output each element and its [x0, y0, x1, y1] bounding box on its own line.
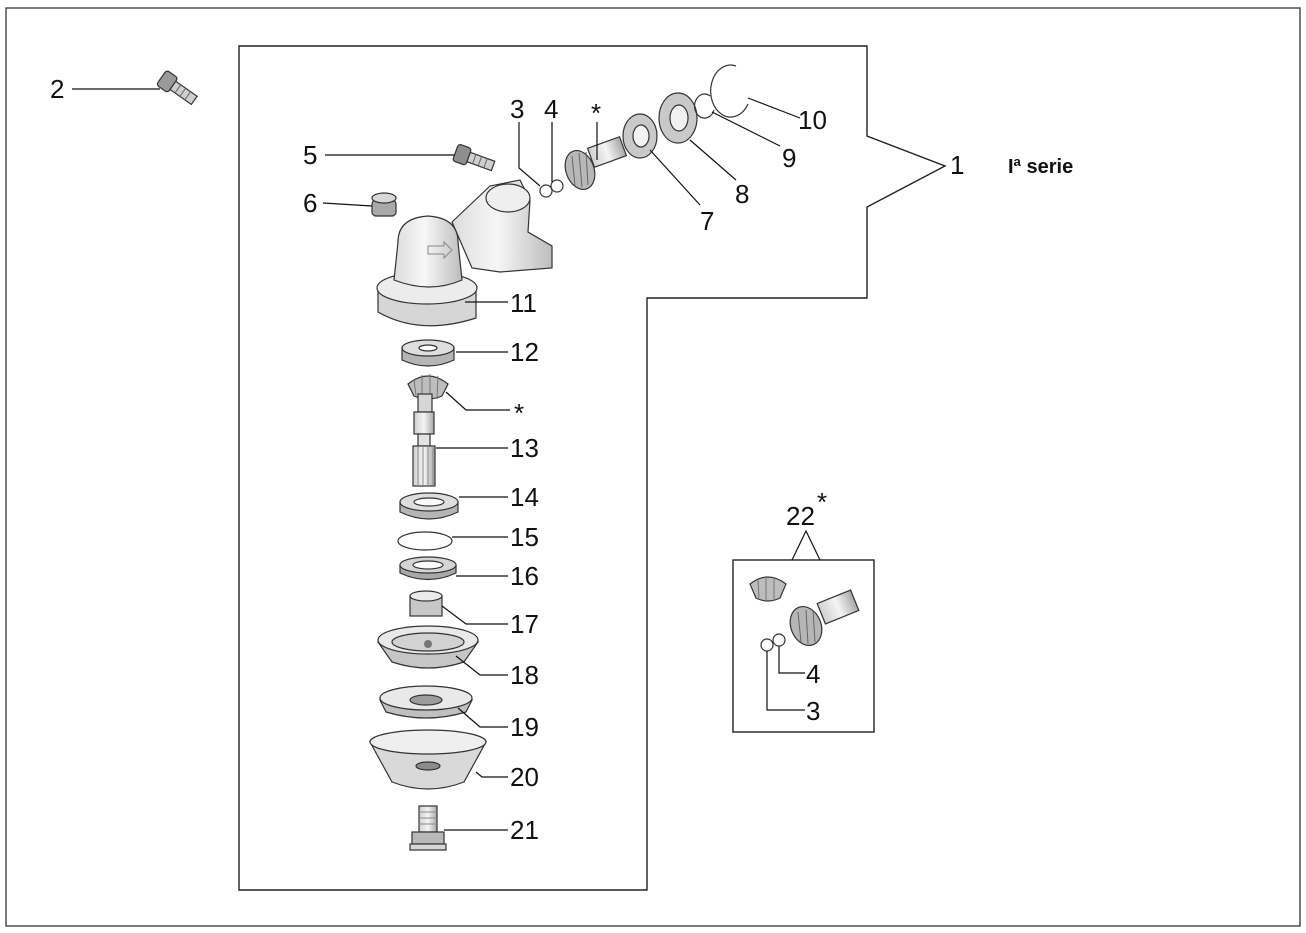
- callout-kit-4: 4: [806, 659, 820, 689]
- callout-1: 1: [950, 150, 964, 180]
- kit-leader: [791, 529, 821, 561]
- circlip-10: [710, 64, 749, 118]
- shaft-13: [412, 393, 436, 487]
- callout-18: 18: [510, 660, 539, 690]
- callout-19: 19: [510, 712, 539, 742]
- circlip-9: [693, 93, 715, 119]
- kit-shim-4: [772, 633, 786, 647]
- leader-3: [518, 122, 541, 187]
- kit-box: [732, 559, 875, 733]
- callout-6: 6: [303, 188, 317, 218]
- leader-17: [441, 605, 508, 625]
- callout-20: 20: [510, 762, 539, 792]
- kit-bevel-gear: [749, 576, 787, 602]
- callout-12: 12: [510, 337, 539, 367]
- seal-16: [399, 556, 457, 581]
- callout-11: 11: [510, 288, 537, 318]
- callout-5: 5: [303, 140, 317, 170]
- dish-20: [368, 729, 488, 790]
- page-frame: [5, 7, 1301, 927]
- assembly-outline: [238, 45, 947, 891]
- callout-9: 9: [782, 143, 796, 173]
- callout-15: 15: [510, 522, 539, 552]
- callout-2: 2: [50, 74, 64, 104]
- callout-10: 10: [798, 105, 827, 135]
- bearing-14: [399, 492, 459, 520]
- callout-3: 3: [510, 94, 524, 124]
- callout-13: 13: [510, 433, 539, 463]
- ring-15: [397, 531, 453, 551]
- plug-6: [371, 192, 397, 217]
- pinion-gear-top: [564, 136, 628, 190]
- shim-3: [539, 184, 553, 198]
- leader-9: [711, 111, 781, 147]
- leader-kit-4: [778, 646, 805, 674]
- callout-7: 7: [700, 206, 714, 236]
- kit-shim-3: [760, 638, 774, 652]
- callout-22: 22: [786, 501, 815, 531]
- callout-16: 16: [510, 561, 539, 591]
- bushing-17: [409, 590, 443, 617]
- callout-4: 4: [544, 94, 558, 124]
- cup-18: [376, 625, 480, 669]
- leader-kit-3: [766, 651, 805, 711]
- screw-2: [156, 70, 198, 106]
- callout-17: 17: [510, 609, 539, 639]
- bolt-21: [409, 805, 447, 851]
- callout-21: 21: [510, 815, 539, 845]
- gear-housing-11: [376, 179, 553, 327]
- disc-19: [379, 685, 473, 719]
- callout-star-top: *: [591, 98, 601, 128]
- callout-14: 14: [510, 482, 539, 512]
- callout-star-kit: *: [817, 487, 827, 517]
- leader-18: [455, 655, 508, 676]
- callout-8: 8: [735, 179, 749, 209]
- leader-20: [475, 771, 508, 778]
- screw-5: [452, 144, 496, 172]
- leader-6: [322, 202, 373, 207]
- leader-10: [747, 97, 801, 119]
- bearing-12: [401, 339, 455, 367]
- shim-4: [550, 179, 564, 193]
- leader-star-mid: [445, 391, 510, 411]
- bearing-7: [622, 113, 658, 159]
- callout-star-mid: *: [514, 398, 524, 428]
- series-note: Iª serie: [1008, 156, 1073, 178]
- kit-pinion-gear: [789, 589, 860, 646]
- leader-8: [689, 139, 737, 181]
- leader-7: [649, 149, 701, 206]
- leader-19: [457, 707, 508, 728]
- bearing-8: [658, 92, 698, 144]
- callout-kit-3: 3: [806, 696, 820, 726]
